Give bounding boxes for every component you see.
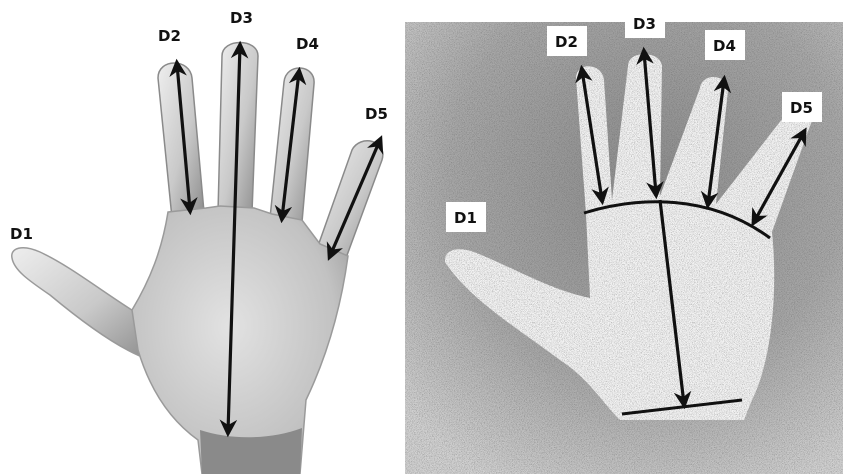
right-scan-panel: D1 D2 D3 D4 D5 [405,8,843,474]
label-d5-left: D5 [365,105,388,123]
label-d4-left: D4 [296,35,319,53]
label-d1-left: D1 [10,225,33,243]
scan-background [405,22,843,474]
label-d3-right: D3 [633,15,656,33]
label-d1-right: D1 [454,209,477,227]
label-d3-left: D3 [230,9,253,27]
label-d2-right: D2 [555,33,578,51]
left-hand-panel: D1 D2 D3 D4 D5 [10,9,388,474]
label-d2-left: D2 [158,27,181,45]
label-d4-right: D4 [713,37,736,55]
label-d5-right: D5 [790,99,813,117]
hand-photo [12,43,383,474]
